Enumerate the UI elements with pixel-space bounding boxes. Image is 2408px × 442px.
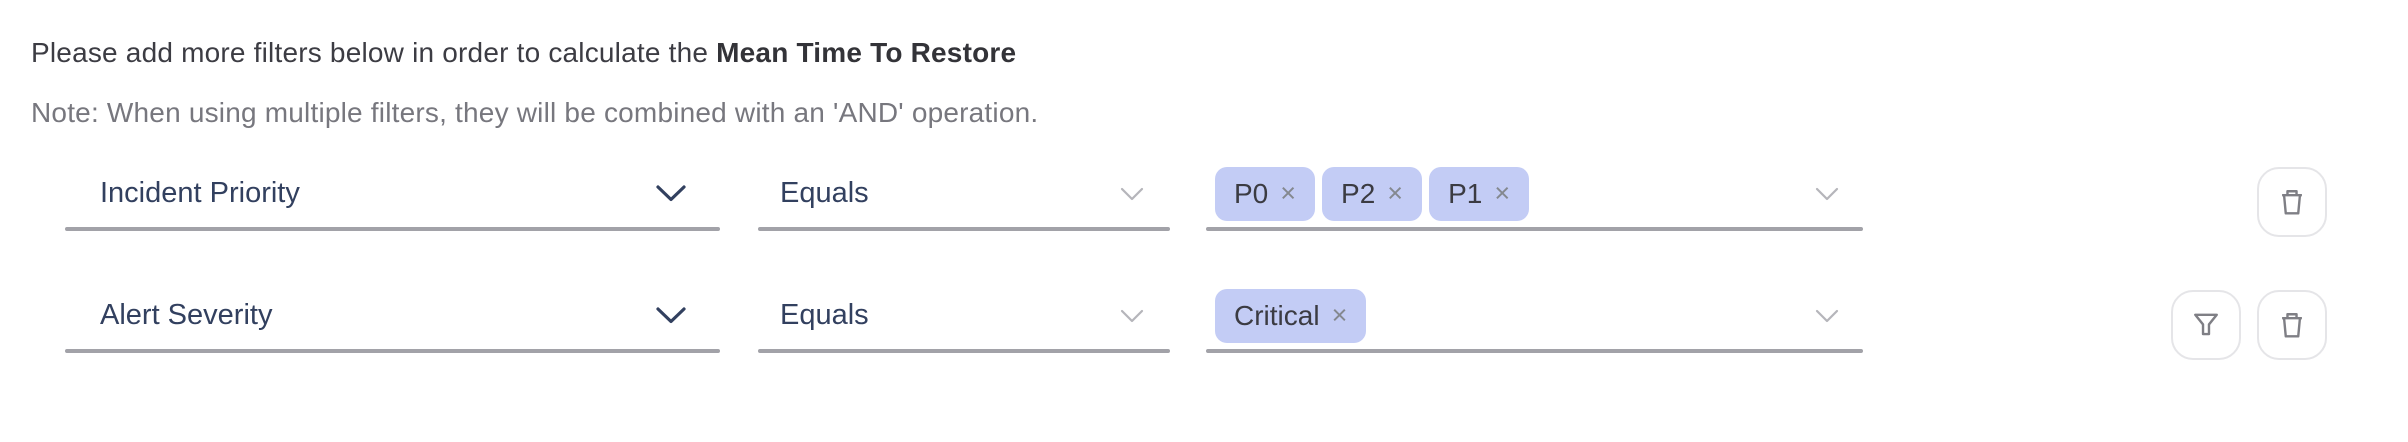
value-tag-label: P1 <box>1448 177 1483 209</box>
tag-remove-icon[interactable]: × <box>1494 178 1511 208</box>
metric-name: Mean Time To Restore <box>716 37 1017 68</box>
value-tag: P2 × <box>1322 166 1423 221</box>
funnel-icon <box>2189 308 2223 342</box>
field-underline <box>1206 227 1863 231</box>
trash-icon <box>2275 185 2309 219</box>
field-select-alert-severity[interactable]: Alert Severity <box>65 278 720 353</box>
operator-select-value: Equals <box>780 177 869 209</box>
operator-select[interactable]: Equals <box>758 278 1170 353</box>
trash-icon <box>2275 308 2309 342</box>
value-tag: Critical × <box>1215 288 1367 343</box>
intro-text: Please add more filters below in order t… <box>31 37 717 68</box>
values-multiselect[interactable]: P0 × P2 × P1 × <box>1206 156 1863 231</box>
field-underline <box>758 349 1170 353</box>
value-tag: P1 × <box>1429 166 1530 221</box>
filters-note-text: Note: When using multiple filters, they … <box>31 97 1039 128</box>
tag-remove-icon[interactable]: × <box>1331 300 1348 330</box>
filters-intro-text: Please add more filters below in order t… <box>31 36 1016 70</box>
field-select-value: Incident Priority <box>100 177 300 209</box>
filter-preview-button[interactable] <box>2171 290 2241 360</box>
field-underline <box>1206 349 1863 353</box>
value-tag-label: P0 <box>1234 177 1269 209</box>
delete-filter-button[interactable] <box>2257 290 2327 360</box>
chevron-down-icon <box>656 307 686 324</box>
operator-select-value: Equals <box>780 299 869 331</box>
field-select-value: Alert Severity <box>100 299 273 331</box>
value-tag-label: Critical <box>1234 299 1320 331</box>
field-underline <box>65 349 720 353</box>
field-underline <box>758 227 1170 231</box>
selected-values: P0 × P2 × P1 × <box>1206 166 1530 221</box>
tag-remove-icon[interactable]: × <box>1280 178 1297 208</box>
selected-values: Critical × <box>1206 288 1367 343</box>
chevron-down-icon <box>1815 309 1839 323</box>
value-tag-label: P2 <box>1341 177 1376 209</box>
operator-select[interactable]: Equals <box>758 156 1170 231</box>
value-tag: P0 × <box>1215 166 1316 221</box>
chevron-down-icon <box>656 185 686 202</box>
field-select-incident-priority[interactable]: Incident Priority <box>65 156 720 231</box>
field-underline <box>65 227 720 231</box>
values-multiselect[interactable]: Critical × <box>1206 278 1863 353</box>
tag-remove-icon[interactable]: × <box>1387 178 1404 208</box>
chevron-down-icon <box>1120 187 1144 201</box>
chevron-down-icon <box>1815 187 1839 201</box>
chevron-down-icon <box>1120 309 1144 323</box>
delete-filter-button[interactable] <box>2257 167 2327 237</box>
